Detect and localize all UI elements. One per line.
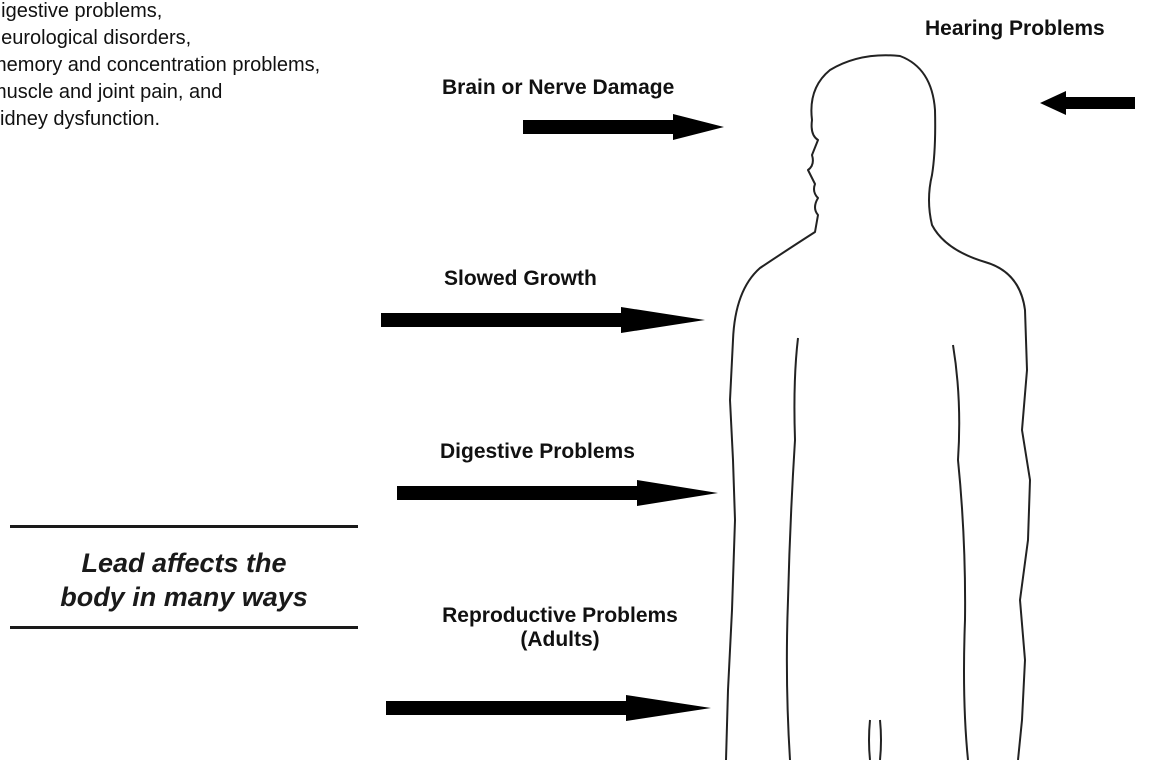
- effects-list: digestive problems, neurological disorde…: [0, 0, 320, 133]
- label-slowed-growth: Slowed Growth: [444, 267, 597, 291]
- arrow-right-icon: [381, 305, 706, 335]
- label-brain-nerve-damage: Brain or Nerve Damage: [442, 76, 674, 100]
- effects-list-item: muscle and joint pain, and: [0, 79, 320, 106]
- label-reproductive-problems: Reproductive Problems (Adults): [415, 604, 705, 652]
- callout-line2: body in many ways: [10, 580, 358, 614]
- label-reproductive-line2: (Adults): [415, 628, 705, 652]
- effects-list-item: digestive problems,: [0, 0, 320, 25]
- effects-list-item: memory and concentration problems,: [0, 52, 320, 79]
- human-body-outline-icon: [720, 45, 1050, 760]
- arrow-right-icon: [397, 478, 719, 508]
- arrow-left-icon: [1040, 88, 1136, 118]
- callout-text: Lead affects the body in many ways: [10, 528, 358, 626]
- callout-bottom-rule: [10, 626, 358, 629]
- effects-list-item: neurological disorders,: [0, 25, 320, 52]
- effects-list-item: kidney dysfunction.: [0, 106, 320, 133]
- label-digestive-problems: Digestive Problems: [440, 440, 635, 464]
- label-hearing-problems: Hearing Problems: [925, 17, 1105, 41]
- arrow-right-icon: [523, 112, 725, 142]
- callout-line1: Lead affects the: [10, 546, 358, 580]
- arrow-right-icon: [386, 693, 712, 723]
- label-reproductive-line1: Reproductive Problems: [415, 604, 705, 628]
- callout-box: Lead affects the body in many ways: [10, 525, 358, 629]
